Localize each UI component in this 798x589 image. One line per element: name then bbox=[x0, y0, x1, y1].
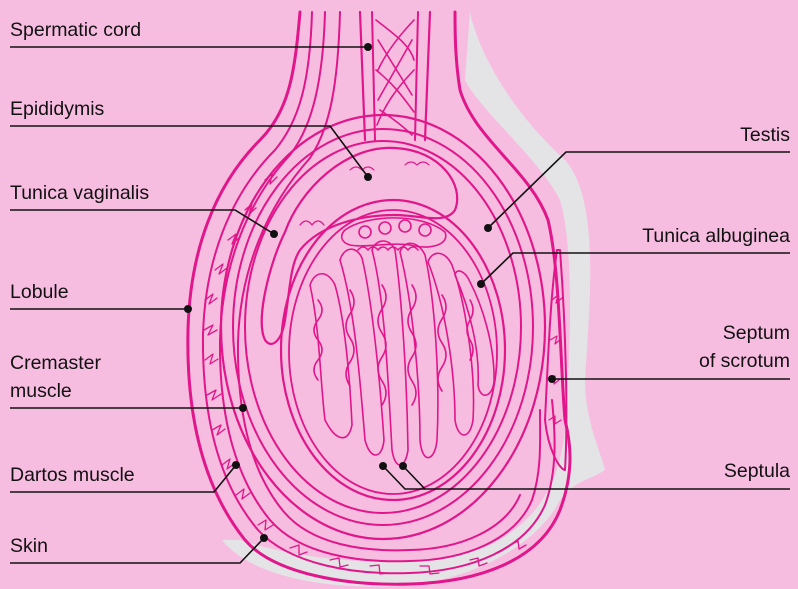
label-skin: Skin bbox=[10, 535, 48, 557]
label-septum-line1: Septum bbox=[723, 322, 790, 344]
tunica-albuginea-outer bbox=[245, 141, 521, 513]
label-epididymis: Epididymis bbox=[10, 98, 105, 120]
label-cremaster-line2: muscle bbox=[10, 380, 72, 402]
label-lobule: Lobule bbox=[10, 281, 69, 303]
label-septula: Septula bbox=[724, 460, 790, 482]
label-tunica-vaginalis: Tunica vaginalis bbox=[10, 182, 149, 204]
label-septum-line2: of scrotum bbox=[699, 350, 790, 372]
label-testis: Testis bbox=[740, 124, 790, 146]
label-cremaster-line1: Cremaster bbox=[10, 352, 102, 374]
label-tunica-albuginea: Tunica albuginea bbox=[642, 225, 790, 247]
label-dartos-muscle: Dartos muscle bbox=[10, 464, 135, 486]
testis-lobules bbox=[310, 218, 494, 465]
label-spermatic-cord: Spermatic cord bbox=[10, 19, 141, 41]
